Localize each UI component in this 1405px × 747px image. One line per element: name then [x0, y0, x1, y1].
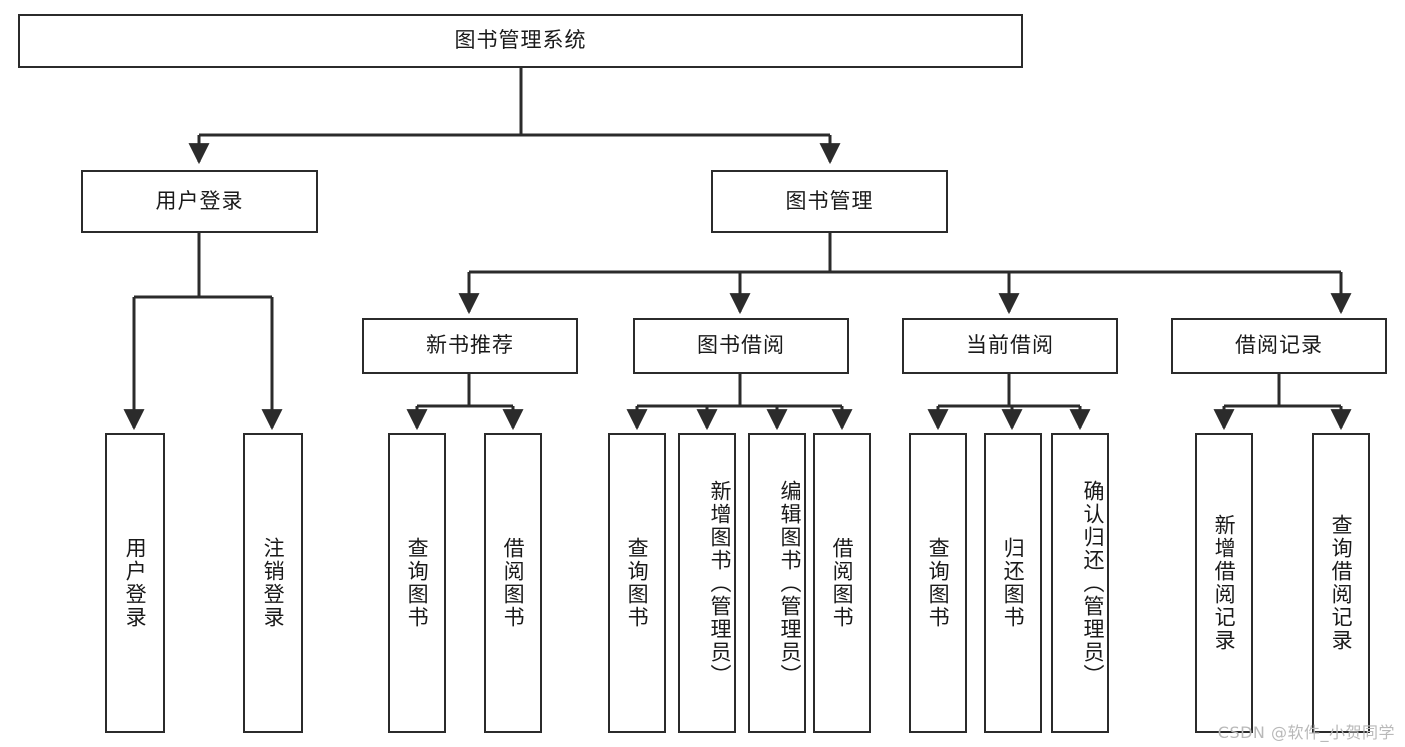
- leaf-add-book-label: 新增图书（管理员）: [708, 479, 732, 687]
- leaf-add-record-label: 新增借阅记录: [1212, 514, 1237, 652]
- node-user-login-label: 用户登录: [155, 188, 244, 213]
- leaf-query-record-label: 查询借阅记录: [1329, 514, 1354, 652]
- leaf-edit-book-label: 编辑图书（管理员）: [778, 479, 802, 687]
- node-borrow-record-label: 借阅记录: [1235, 333, 1323, 358]
- leaf-query-book-3-label: 查询图书: [926, 537, 951, 629]
- leaf-confirm-return[interactable]: 确认归还（管理员）: [1051, 433, 1109, 733]
- node-user-login[interactable]: 用户登录: [81, 170, 318, 233]
- leaf-user-login[interactable]: 用户登录: [105, 433, 165, 733]
- leaf-logout-label: 注销登录: [261, 537, 286, 629]
- leaf-query-book-1[interactable]: 查询图书: [388, 433, 446, 733]
- leaf-query-book-3[interactable]: 查询图书: [909, 433, 967, 733]
- node-book-management[interactable]: 图书管理: [711, 170, 948, 233]
- node-book-management-label: 图书管理: [785, 188, 874, 213]
- leaf-edit-book[interactable]: 编辑图书（管理员）: [748, 433, 806, 733]
- leaf-user-login-label: 用户登录: [123, 537, 148, 629]
- node-book-borrow[interactable]: 图书借阅: [633, 318, 849, 374]
- node-book-borrow-label: 图书借阅: [697, 333, 785, 358]
- node-root[interactable]: 图书管理系统: [18, 14, 1023, 68]
- node-current-borrow[interactable]: 当前借阅: [902, 318, 1118, 374]
- leaf-confirm-return-label: 确认归还（管理员）: [1081, 479, 1105, 687]
- leaf-return-book[interactable]: 归还图书: [984, 433, 1042, 733]
- watermark: CSDN @软件_小贺同学: [1217, 723, 1395, 742]
- node-borrow-record[interactable]: 借阅记录: [1171, 318, 1387, 374]
- leaf-borrow-book-2[interactable]: 借阅图书: [813, 433, 871, 733]
- node-new-book-recommend[interactable]: 新书推荐: [362, 318, 578, 374]
- node-root-label: 图书管理系统: [454, 28, 587, 53]
- leaf-borrow-book-1-label: 借阅图书: [501, 537, 526, 629]
- node-new-book-recommend-label: 新书推荐: [426, 333, 514, 358]
- leaf-add-record[interactable]: 新增借阅记录: [1195, 433, 1253, 733]
- leaf-query-book-2-label: 查询图书: [625, 537, 650, 629]
- node-current-borrow-label: 当前借阅: [966, 333, 1054, 358]
- leaf-query-book-2[interactable]: 查询图书: [608, 433, 666, 733]
- leaf-borrow-book-1[interactable]: 借阅图书: [484, 433, 542, 733]
- leaf-add-book[interactable]: 新增图书（管理员）: [678, 433, 736, 733]
- leaf-logout[interactable]: 注销登录: [243, 433, 303, 733]
- leaf-query-book-1-label: 查询图书: [405, 537, 430, 629]
- leaf-borrow-book-2-label: 借阅图书: [830, 537, 855, 629]
- leaf-query-record[interactable]: 查询借阅记录: [1312, 433, 1370, 733]
- leaf-return-book-label: 归还图书: [1001, 537, 1026, 629]
